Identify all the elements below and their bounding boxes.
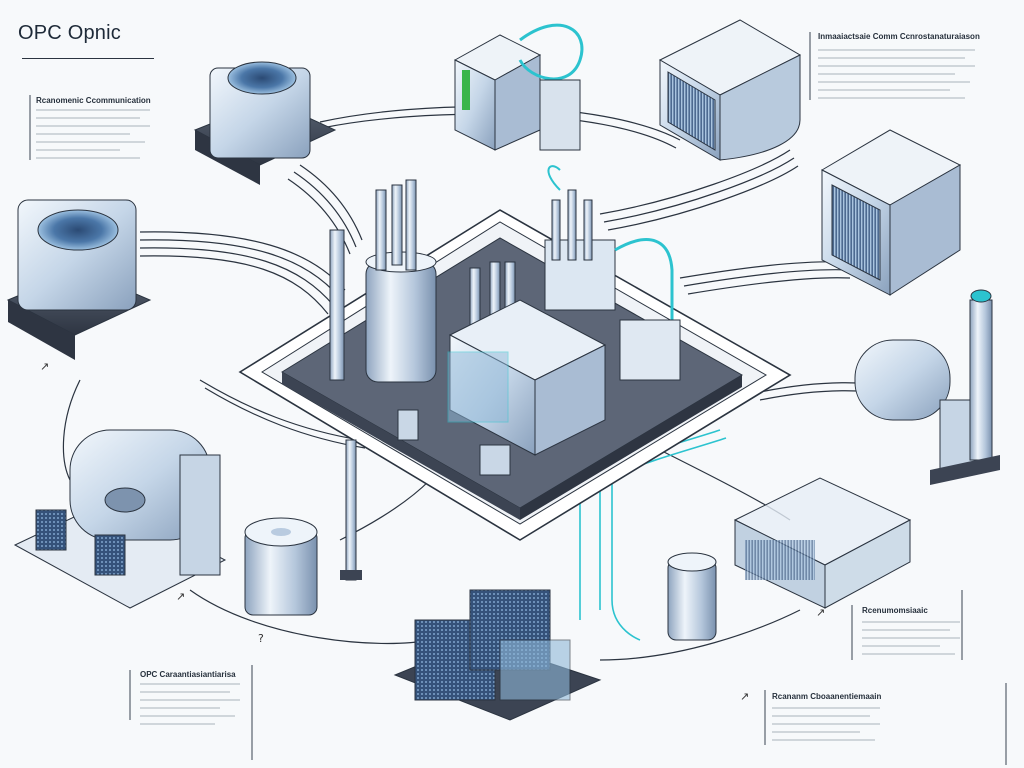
filter-unit-top-left	[193, 61, 337, 185]
mesh-filter-module-bottom	[393, 589, 602, 721]
support-column	[340, 439, 362, 581]
pump-assembly-right	[854, 289, 1000, 485]
page-title: OPC Opnic	[18, 22, 121, 44]
cylinder-tank-small	[244, 517, 318, 616]
note-heading-top-right: Inmaaiactsaie Comm Ccnrostanaturaiason	[818, 32, 980, 41]
arrow-icon: ↗	[816, 606, 826, 619]
arrow-icon: ↗	[740, 690, 750, 703]
control-cabinet-top	[453, 23, 584, 151]
note-heading-communication: Rcanomenic Ccommunication	[36, 96, 151, 105]
filter-unit-left	[6, 199, 152, 360]
note-heading-opc: OPC Caraantiasiantiarisa	[140, 670, 236, 679]
title-underline	[22, 58, 154, 59]
cylinder-tank-right	[667, 552, 717, 641]
annotation-bars	[29, 32, 1007, 765]
filtration-tank-right	[733, 477, 912, 609]
central-processing-platform	[238, 165, 792, 541]
annotation-lines	[36, 49, 975, 741]
note-heading-right: Rcenumomsiaaic	[862, 606, 928, 615]
arrow-icon: ↗	[176, 590, 186, 603]
question-mark-icon: ?	[258, 632, 264, 645]
note-heading-bottom-right: Rcananm Cboaanentiemaain	[772, 692, 882, 701]
housing-unit-top-right	[658, 19, 802, 161]
arrow-icon: ↗	[40, 360, 50, 373]
motor-assembly-left	[13, 429, 227, 609]
housing-unit-right	[820, 129, 962, 296]
